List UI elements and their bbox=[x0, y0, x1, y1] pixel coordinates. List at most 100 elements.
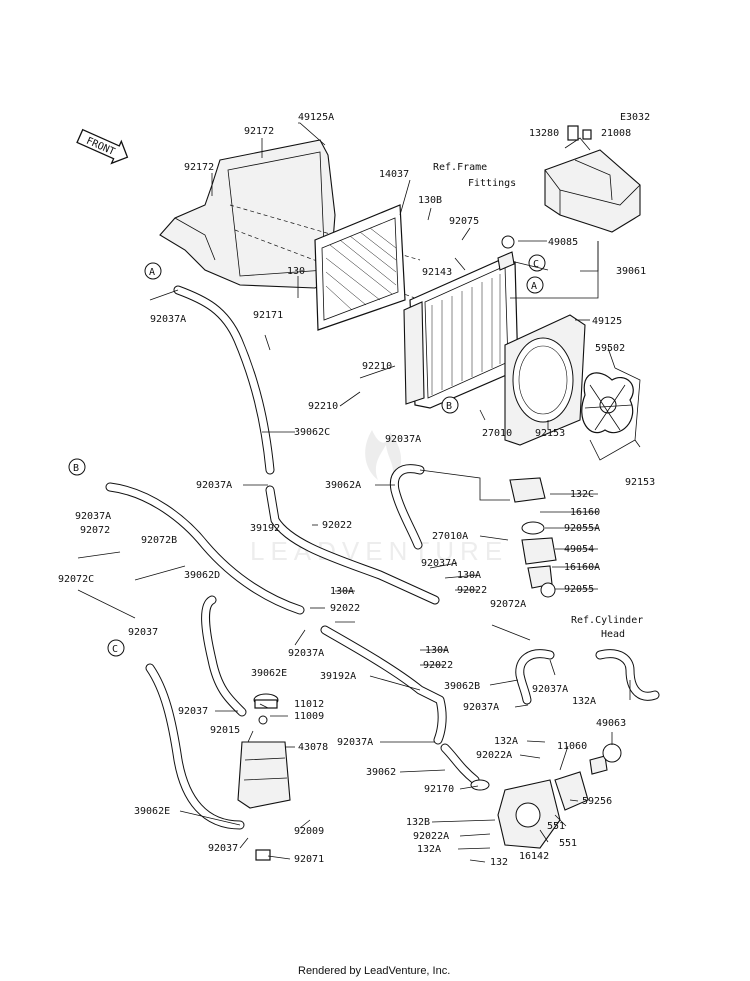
ref-frame-label-line2: Fittings bbox=[468, 178, 516, 189]
part-label: 13280 bbox=[529, 128, 559, 139]
part-label: 27010 bbox=[482, 428, 512, 439]
part-label: 49063 bbox=[596, 718, 626, 729]
part-label: 92037A bbox=[337, 737, 373, 748]
part-label: 92055 bbox=[564, 584, 594, 595]
part-label: 92172 bbox=[184, 162, 214, 173]
pipe-39192 bbox=[265, 485, 440, 605]
leader-lines bbox=[149, 122, 641, 863]
cylinder-head-pipe bbox=[595, 649, 660, 701]
radiator-screen bbox=[314, 204, 406, 331]
part-label: 11060 bbox=[557, 741, 587, 752]
part-label: 551 bbox=[559, 838, 577, 849]
watermark-flame-icon bbox=[365, 430, 402, 480]
part-label: 59502 bbox=[595, 343, 625, 354]
part-label: 132A bbox=[572, 696, 596, 707]
callout-c-right: C bbox=[528, 254, 546, 272]
part-label: 39062B bbox=[444, 681, 480, 692]
part-label: 16142 bbox=[519, 851, 549, 862]
part-label: 11012 bbox=[294, 699, 324, 710]
part-label: 92171 bbox=[253, 310, 283, 321]
ref-cylinder-label-line1: Ref.Cylinder bbox=[571, 615, 643, 626]
radiator bbox=[403, 235, 519, 409]
part-label: 92210 bbox=[308, 401, 338, 412]
frame-fittings-bracket bbox=[544, 125, 641, 233]
part-label: 132A bbox=[417, 844, 441, 855]
fan-shroud bbox=[504, 314, 586, 446]
part-label: 49125 bbox=[592, 316, 622, 327]
hose-39062c bbox=[173, 285, 275, 475]
part-labels: 49125A 92172 92172 14037 13280 21008 130… bbox=[58, 112, 655, 868]
part-label: 92072 bbox=[80, 525, 110, 536]
part-label: 39061 bbox=[616, 266, 646, 277]
callout-a-left-text: A bbox=[149, 267, 155, 278]
part-label: 11009 bbox=[294, 711, 324, 722]
callout-b-right-text: B bbox=[446, 401, 452, 412]
callout-b-right: B bbox=[441, 396, 459, 414]
part-label: 551 bbox=[547, 821, 565, 832]
hose-39062d bbox=[105, 482, 305, 615]
part-label: 130A bbox=[457, 570, 481, 581]
part-label: 92037 bbox=[178, 706, 208, 717]
part-label: 49054 bbox=[564, 544, 594, 555]
part-label: 92037A bbox=[421, 558, 457, 569]
part-label: 27010A bbox=[432, 531, 468, 542]
part-label: 130B bbox=[418, 195, 442, 206]
part-label: 92037A bbox=[288, 648, 324, 659]
hose-39062a bbox=[389, 464, 425, 550]
callout-c-left-text: C bbox=[112, 644, 118, 655]
part-label: 92170 bbox=[424, 784, 454, 795]
part-label: 39062A bbox=[325, 480, 361, 491]
part-label: 39062D bbox=[184, 570, 220, 581]
part-label: 92022 bbox=[322, 520, 352, 531]
callout-a-right: A bbox=[526, 276, 544, 294]
part-label: 92037A bbox=[463, 702, 499, 713]
part-label: 39192 bbox=[250, 523, 280, 534]
part-label: 92022 bbox=[330, 603, 360, 614]
callout-c-right-text: C bbox=[533, 259, 539, 270]
part-label: 39062C bbox=[294, 427, 330, 438]
hose-39062e-upper bbox=[201, 595, 247, 717]
part-label: 92153 bbox=[535, 428, 565, 439]
part-label: 130A bbox=[330, 586, 354, 597]
callout-b-left-text: B bbox=[73, 463, 79, 474]
part-label: 92071 bbox=[294, 854, 324, 865]
part-label: 43078 bbox=[298, 742, 328, 753]
part-label: 14037 bbox=[379, 169, 409, 180]
part-label: 92009 bbox=[294, 826, 324, 837]
callout-a-left: A bbox=[144, 262, 162, 280]
part-label: 92210 bbox=[362, 361, 392, 372]
watermark: LEADVENTURE bbox=[250, 536, 508, 566]
part-label: 92037A bbox=[150, 314, 186, 325]
hose-39062 bbox=[440, 743, 480, 785]
part-label: 16160A bbox=[564, 562, 600, 573]
part-label: 39192A bbox=[320, 671, 356, 682]
part-label: 92072C bbox=[58, 574, 94, 585]
part-label: 130 bbox=[287, 266, 305, 277]
front-arrow-icon: FRONT bbox=[76, 128, 129, 165]
part-label: 132B bbox=[406, 817, 430, 828]
hose-39062b bbox=[515, 649, 555, 705]
part-label: 92072B bbox=[141, 535, 177, 546]
ref-frame-label-line1: Ref.Frame bbox=[433, 162, 487, 173]
callout-a-right-text: A bbox=[531, 281, 537, 292]
callout-c-left: C bbox=[107, 639, 125, 657]
ref-cylinder-label-line2: Head bbox=[601, 629, 625, 640]
part-label: 49085 bbox=[548, 237, 578, 248]
part-label: 92037A bbox=[532, 684, 568, 695]
part-label: 39062E bbox=[134, 806, 170, 817]
part-label: 92015 bbox=[210, 725, 240, 736]
part-label: 49125A bbox=[298, 112, 334, 123]
cable-ties bbox=[77, 551, 531, 641]
part-label: 92037A bbox=[75, 511, 111, 522]
part-label: 92075 bbox=[449, 216, 479, 227]
part-label: 92022 bbox=[423, 660, 453, 671]
part-label: 132C bbox=[570, 489, 594, 500]
part-label: 21008 bbox=[601, 128, 631, 139]
part-label: 59256 bbox=[582, 796, 612, 807]
part-label: 92072A bbox=[490, 599, 526, 610]
part-label: 92143 bbox=[422, 267, 452, 278]
cooling-fan bbox=[581, 367, 641, 461]
part-label: 132 bbox=[490, 857, 508, 868]
part-label: 92037A bbox=[196, 480, 232, 491]
